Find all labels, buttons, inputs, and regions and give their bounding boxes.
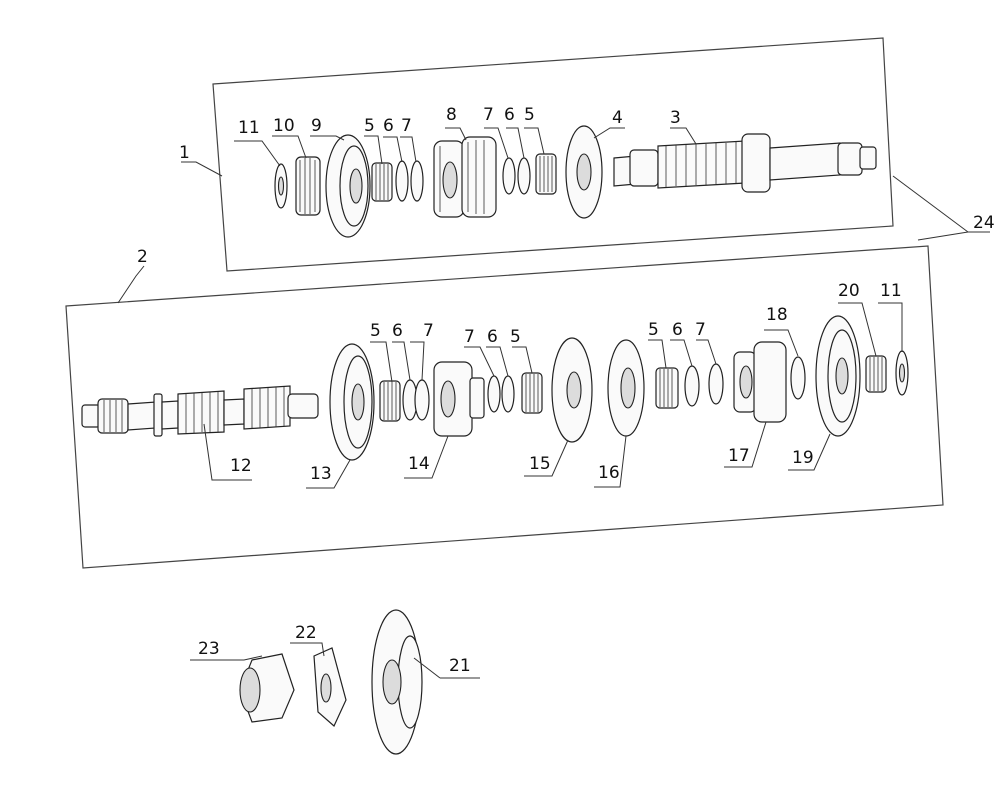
callout-2: 2: [137, 247, 148, 267]
needle-bearing-lower-3: [655, 367, 679, 409]
circlip-7-upper-2: [502, 157, 516, 195]
washer-6-lower-3: [684, 365, 700, 407]
washer-6-upper-1: [395, 160, 409, 202]
callout-5-lower-b: 5: [510, 327, 521, 347]
needle-bearing-lower-2: [521, 372, 543, 414]
callout-15: 15: [529, 454, 551, 474]
callout-4: 4: [612, 108, 623, 128]
callout-labels: 1 2 3 4 5 5 5 5 5 6 6 6 6 6 7 7 7 7 7 8 …: [137, 105, 995, 676]
circlip-7-lower-2: [487, 375, 501, 413]
shaft-3: [613, 133, 877, 193]
needle-bearing-lower-1: [379, 380, 401, 422]
callout-13: 13: [310, 464, 332, 484]
callout-18: 18: [766, 305, 788, 325]
washer-18: [790, 356, 806, 400]
callout-24: 24: [973, 213, 995, 233]
callout-6-lower-c: 6: [672, 320, 683, 340]
callout-1: 1: [179, 143, 190, 163]
callout-14: 14: [408, 454, 430, 474]
callout-21: 21: [449, 656, 471, 676]
circlip-7-upper-1: [410, 160, 424, 202]
callout-6-upper-a: 6: [383, 116, 394, 136]
gear-8: [433, 136, 497, 218]
callout-7-lower-a: 7: [423, 321, 434, 341]
gear-14: [433, 361, 485, 437]
callout-5-upper-b: 5: [524, 105, 535, 125]
lock-washer-22: [313, 647, 347, 727]
circlip-7-lower-1: [414, 379, 430, 421]
gear-17: [733, 341, 787, 423]
callout-23: 23: [198, 639, 220, 659]
callout-16: 16: [598, 463, 620, 483]
gear-15: [551, 337, 593, 443]
gear-19: [815, 315, 861, 437]
callout-3: 3: [670, 108, 681, 128]
callout-7-lower-c: 7: [695, 320, 706, 340]
callout-6-upper-b: 6: [504, 105, 515, 125]
callout-20: 20: [838, 281, 860, 301]
callout-7-upper-a: 7: [401, 116, 412, 136]
assembly-box-2: [65, 245, 944, 569]
lower-shaft-parts: [81, 315, 909, 461]
leader-lines: [117, 127, 990, 679]
gear-10: [295, 156, 321, 216]
needle-bearing-upper-1: [371, 162, 393, 202]
sprocket-21: [371, 609, 423, 755]
loose-parts: [239, 609, 423, 755]
needle-bearing-20: [865, 355, 887, 393]
washer-6-upper-2: [517, 157, 531, 195]
callout-12: 12: [230, 456, 252, 476]
callout-7-lower-b: 7: [464, 327, 475, 347]
gear-4: [565, 125, 603, 219]
callout-5-lower-a: 5: [370, 321, 381, 341]
shaft-12: [81, 385, 319, 437]
circlip-7-lower-3: [708, 363, 724, 405]
callout-7-upper-b: 7: [483, 105, 494, 125]
assembly-box-1: [212, 37, 894, 272]
callout-22: 22: [295, 623, 317, 643]
gear-13: [329, 343, 375, 461]
washer-6-lower-2: [501, 375, 515, 413]
gear-9: [325, 134, 371, 238]
nut-23: [239, 653, 295, 723]
callout-9: 9: [311, 116, 322, 136]
callout-11-upper: 11: [238, 118, 260, 138]
needle-bearing-upper-2: [535, 153, 557, 195]
callout-10: 10: [273, 116, 295, 136]
callout-19: 19: [792, 448, 814, 468]
upper-shaft-parts: [274, 125, 877, 238]
callout-8: 8: [446, 105, 457, 125]
callout-5-upper-a: 5: [364, 116, 375, 136]
callout-6-lower-a: 6: [392, 321, 403, 341]
callout-5-lower-c: 5: [648, 320, 659, 340]
callout-17: 17: [728, 446, 750, 466]
gear-16: [607, 339, 645, 437]
callout-6-lower-b: 6: [487, 327, 498, 347]
callout-11-lower: 11: [880, 281, 902, 301]
